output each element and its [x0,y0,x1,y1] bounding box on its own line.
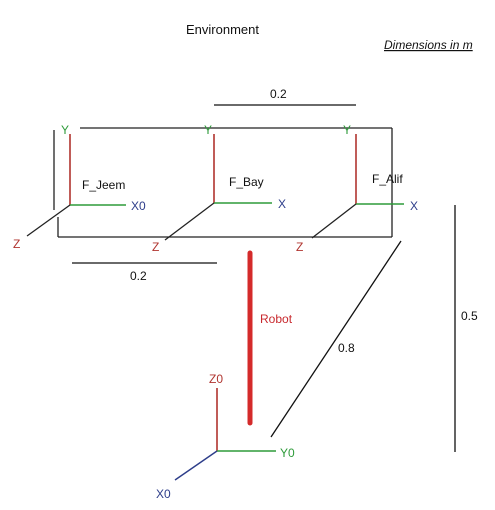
frame-jeem-x-label: X0 [131,199,146,213]
frame-alif: Y X Z F_Alif [296,123,418,254]
top-dimension-label: 0.2 [270,87,287,101]
frame-bay-x-label: X [278,197,286,211]
frame-alif-z-label: Z [296,240,303,254]
frame-jeem-z-label: Z [13,237,20,251]
frame-bay: Y X Z F_Bay [152,123,286,254]
frame-alif-y-label: Y [343,123,351,137]
base-y-label: Y0 [280,446,295,460]
robot-label: Robot [260,312,293,326]
frame-jeem-y-label: Y [61,123,69,137]
frame-bay-z-axis [164,202,215,241]
vertical-dimension-label: 0.5 [461,309,478,323]
frame-jeem: Y X0 Z F_Jeem [13,123,146,251]
diagonal-dimension-line [270,240,402,438]
frame-jeem-name: F_Jeem [82,178,125,192]
frame-bay-name: F_Bay [229,175,264,189]
frames-enclosure [53,127,393,238]
frame-jeem-z-axis [26,204,71,237]
base-x-label: X0 [156,487,171,501]
base-z-label: Z0 [209,372,223,386]
base-frame: Z0 Y0 X0 [156,372,295,501]
base-x-axis [174,450,218,481]
frame-alif-name: F_Alif [372,172,403,186]
frame-alif-x-label: X [410,199,418,213]
diagonal-dimension-label: 0.8 [338,341,355,355]
dimensions-note: Dimensions in m [384,38,473,52]
frame-alif-z-axis [311,203,357,239]
frame-bay-z-label: Z [152,240,159,254]
diagram-title: Environment [186,22,259,37]
frame-bay-y-label: Y [204,123,212,137]
bottom-dimension-label: 0.2 [130,269,147,283]
